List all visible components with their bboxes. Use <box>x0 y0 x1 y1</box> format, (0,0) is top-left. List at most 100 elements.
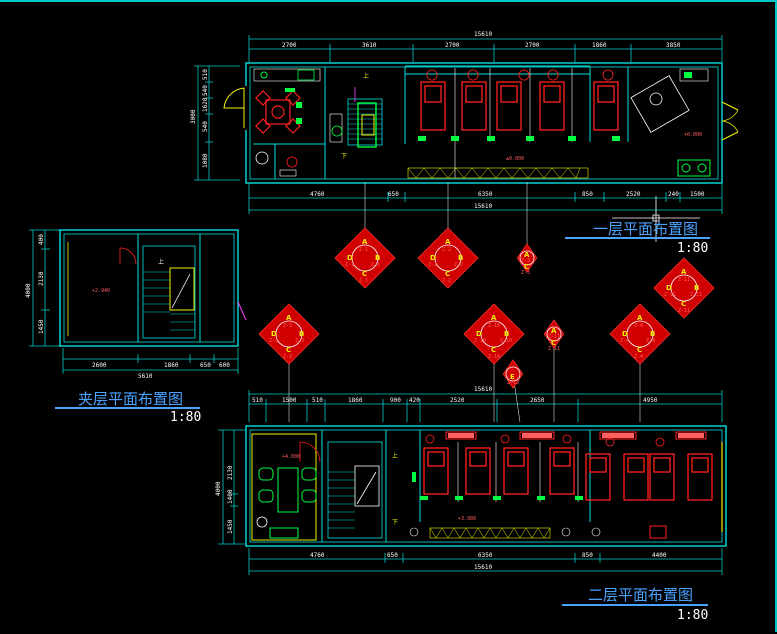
title-first-floor: 一层平面布置图 <box>593 220 698 238</box>
marker-tag: A <box>491 314 497 322</box>
marker-ring <box>480 320 508 348</box>
detail-marker-5[interactable]: AZ-3BZ-3CZ-3DZ-3 <box>258 303 320 422</box>
marker-tag: B <box>375 254 380 262</box>
marker-sheet-ref: Z-13 <box>507 380 519 386</box>
marker-sheet-ref: Z-3 <box>521 270 530 276</box>
title-second-floor: 二层平面布置图 <box>588 586 693 604</box>
scale-first-floor: 1:80 <box>677 241 708 256</box>
dim-f2-top-7: 2520 <box>450 397 465 404</box>
dim-f2-bottom-5: 4400 <box>652 552 667 559</box>
dim-f2-top-6: 420 <box>409 397 420 404</box>
level-f1-main: ±0.000 <box>506 156 524 162</box>
dim-f1-top-2: 3610 <box>362 42 377 49</box>
marker-diamond <box>543 319 565 349</box>
dim-f1-bottom-5: 2520 <box>626 191 641 198</box>
marker-diamond <box>516 243 538 273</box>
marker-tag: C <box>491 346 496 354</box>
label-stair-up-mz: 上 <box>158 258 164 266</box>
marker-tag: B <box>299 330 304 338</box>
dim-f1-bottom-2: 650 <box>388 191 399 198</box>
marker-sheet-ref: Z-3 <box>521 258 530 264</box>
marker-diamond <box>653 257 715 319</box>
dim-f1-bottom-6: 240 <box>668 191 679 198</box>
dim-f2-bottom-total: 15610 <box>474 564 492 571</box>
marker-sheet-ref: Z-2 <box>454 262 463 268</box>
dim-f1-bottom-3: 6350 <box>478 191 493 198</box>
dim-mz-left-3: 1450 <box>38 319 45 334</box>
marker-tag: D <box>347 254 353 262</box>
level-f2-left: +4.000 <box>282 454 300 460</box>
dim-f1-top-6: 3850 <box>666 42 681 49</box>
marker-diamond <box>609 303 671 365</box>
dim-f1-bottom-4: 850 <box>582 191 593 198</box>
marker-tag: A <box>362 238 368 246</box>
dim-mz-left-1: 400 <box>38 234 45 245</box>
dim-f1-top-4: 2700 <box>525 42 540 49</box>
scale-mezzanine: 1:80 <box>170 410 201 425</box>
marker-sheet-ref: Z-11 <box>690 292 702 298</box>
marker-ring <box>434 244 462 272</box>
dim-f1-top-5: 1860 <box>592 42 607 49</box>
marker-sheet-ref: Z-3 <box>283 354 292 360</box>
dim-f1-left-2: 540 <box>202 85 209 96</box>
level-f2-main: +3.980 <box>458 516 476 522</box>
marker-tag: A <box>681 268 687 276</box>
marker-tag: B <box>458 254 463 262</box>
marker-tag: A <box>551 327 557 335</box>
marker-sheet-ref: Z-10 <box>488 323 500 329</box>
dim-f2-bottom-2: 650 <box>387 552 398 559</box>
marker-sheet-ref: Z-10 <box>474 338 486 344</box>
dim-mz-bottom-4: 600 <box>219 362 230 369</box>
level-f1-right: +0.000 <box>684 132 702 138</box>
marker-sheet-ref: Z-11 <box>664 292 676 298</box>
marker-tag: E <box>510 373 515 381</box>
dim-f2-left-2: 1400 <box>227 489 234 504</box>
marker-sheet-ref: Z-11 <box>548 346 560 352</box>
marker-sheet-ref: Z-2 <box>442 247 451 253</box>
mezzanine-plan: 4000 400 2130 1450 上 +2.940 <box>25 229 247 425</box>
label-stair-down-f1: 下 <box>341 153 347 160</box>
marker-tag: B <box>650 330 655 338</box>
dim-f2-top-5: 900 <box>390 397 401 404</box>
detail-markers: AZ-1BZ-1CZ-1DZ-1AZ-2BZ-2CZ-2DZ-2AZ-3CZ-3… <box>258 182 715 423</box>
detail-marker-1[interactable]: AZ-1BZ-1CZ-1DZ-1 <box>334 182 396 289</box>
marker-tag: A <box>286 314 292 322</box>
dim-f2-top-8: 2650 <box>530 397 545 404</box>
marker-tag: D <box>622 330 628 338</box>
marker-ring <box>505 366 521 382</box>
dim-f2-top-3: 510 <box>312 397 323 404</box>
marker-ring <box>670 274 698 302</box>
marker-sheet-ref: Z-3 <box>283 323 292 329</box>
detail-marker-3[interactable]: AZ-3CZ-3 <box>516 182 538 276</box>
marker-ring <box>275 320 303 348</box>
marker-diamond <box>334 227 396 289</box>
dim-f2-top-total: 15610 <box>474 386 492 393</box>
marker-tag: C <box>551 339 556 347</box>
marker-sheet-ref: Z-4 <box>634 354 643 360</box>
marker-tag: B <box>504 330 509 338</box>
detail-marker-2[interactable]: AZ-2BZ-2CZ-2DZ-2 <box>417 182 479 289</box>
marker-sheet-ref: Z-11 <box>548 334 560 340</box>
marker-sheet-ref: Z-11 <box>678 277 690 283</box>
marker-tag: C <box>637 346 642 354</box>
dim-f1-left-4: 540 <box>202 121 209 132</box>
dim-f1-top-total: 15610 <box>474 31 492 38</box>
detail-marker-7[interactable]: EZ-13 <box>502 359 524 423</box>
marker-sheet-ref: Z-1 <box>359 278 368 284</box>
dim-f2-bottom-1: 4760 <box>310 552 325 559</box>
marker-tag: C <box>362 270 367 278</box>
crosshair-cursor-icon <box>612 196 700 242</box>
marker-sheet-ref: Z-1 <box>371 262 380 268</box>
dim-mz-bottom-2: 1860 <box>164 362 179 369</box>
marker-tag: B <box>694 284 699 292</box>
detail-marker-9[interactable]: AZ-4BZ-4CZ-4DZ-4 <box>609 303 671 422</box>
marker-diamond <box>417 227 479 289</box>
marker-tag: C <box>681 300 686 308</box>
marker-sheet-ref: Z-1 <box>359 247 368 253</box>
title-mezzanine: 夹层平面布置图 <box>78 390 183 408</box>
